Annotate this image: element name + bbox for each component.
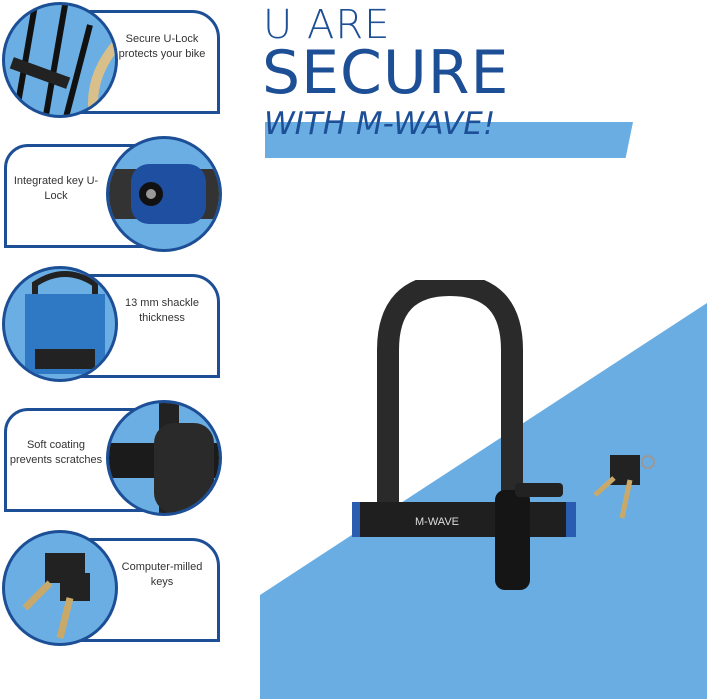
feature-card-5: Computer-milled keys bbox=[0, 530, 222, 646]
headline-line1: U ARE bbox=[263, 2, 391, 48]
headline-band bbox=[265, 122, 633, 158]
feature-card-3: 13 mm shackle thickness bbox=[0, 266, 222, 382]
keys-image bbox=[2, 530, 118, 646]
headline-line2: SECURE bbox=[262, 38, 510, 108]
u-lock-product: M-WAVE bbox=[352, 280, 576, 590]
feature-label: Soft coating prevents scratches bbox=[9, 439, 103, 466]
packaging-image bbox=[2, 266, 118, 382]
feature-label: Secure U-Lock protects your bike bbox=[118, 33, 206, 60]
keys-product bbox=[593, 455, 655, 519]
coated-bracket-image bbox=[106, 400, 222, 516]
feature-card-4: Soft coating prevents scratches bbox=[0, 400, 222, 516]
feature-label: Computer-milled keys bbox=[121, 561, 203, 588]
feature-label: 13 mm shackle thickness bbox=[125, 297, 199, 324]
feature-label: Integrated key U-Lock bbox=[13, 175, 99, 202]
feature-card-2: Integrated key U-Lock bbox=[0, 136, 222, 252]
headline-line3: WITH M-WAVE! bbox=[264, 106, 496, 142]
brand-logo: M-WAVE bbox=[415, 516, 459, 528]
bike-frame-image bbox=[2, 2, 118, 118]
feature-card-1: Secure U-Lock protects your bike bbox=[0, 2, 222, 118]
keyhole-image bbox=[106, 136, 222, 252]
